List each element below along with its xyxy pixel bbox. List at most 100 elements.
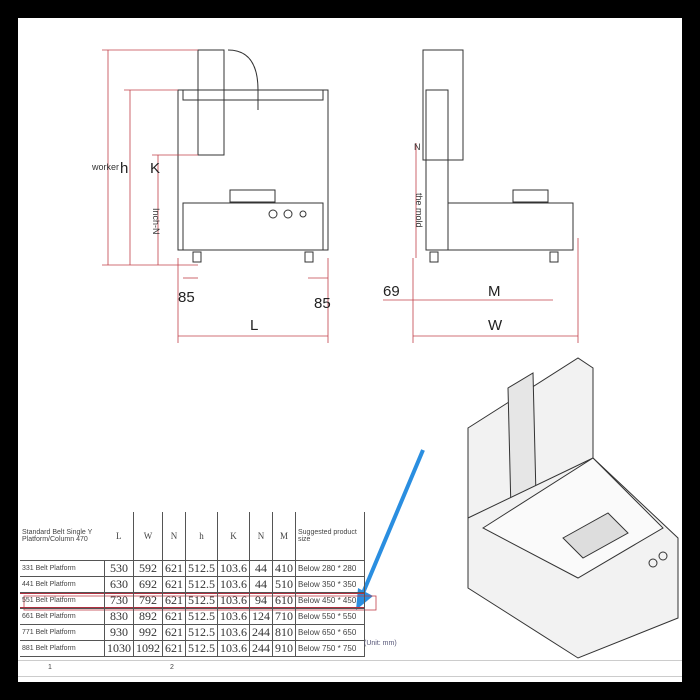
table-header: Standard Belt Single Y Platform/Column 4… <box>20 512 365 561</box>
row-value: 512.5 <box>185 640 218 657</box>
row-value: 730 <box>104 592 134 609</box>
cable-chain <box>227 49 259 110</box>
row-value: 512.5 <box>185 608 218 625</box>
side-base <box>447 202 574 251</box>
row-size: Below 280 * 280 <box>295 560 365 577</box>
row-value: 930 <box>104 624 134 641</box>
side-dimensions <box>383 143 579 343</box>
col-k: K <box>217 512 250 561</box>
row-value: 124 <box>249 608 273 625</box>
row-value: 621 <box>162 608 186 625</box>
row-value: 44 <box>249 576 273 593</box>
row-value: 103.6 <box>217 608 250 625</box>
row-value: 530 <box>104 560 134 577</box>
isometric-view <box>467 357 679 659</box>
technical-drawing: worker h K Inch-N 85 85 L N the mold 69 … <box>23 49 679 659</box>
row-value: 103.6 <box>217 560 250 577</box>
row-value: 94 <box>249 592 273 609</box>
row-label: 881 Belt Platform <box>20 640 105 657</box>
row-value: 830 <box>104 608 134 625</box>
row-value: 621 <box>162 640 186 657</box>
row-value: 512.5 <box>185 576 218 593</box>
row-value: 621 <box>162 592 186 609</box>
n-label: N <box>414 142 421 152</box>
row-value: 630 <box>104 576 134 593</box>
row-value: 610 <box>272 592 296 609</box>
row-value: 510 <box>272 576 296 593</box>
k-label: K <box>150 160 160 177</box>
row-value: 892 <box>133 608 163 625</box>
row-label: 331 Belt Platform <box>20 560 105 577</box>
mold-label: the mold <box>414 193 424 228</box>
front-dimensions <box>102 49 329 343</box>
row-value: 792 <box>133 592 163 609</box>
side-column <box>425 89 449 251</box>
row-value: 512.5 <box>185 624 218 641</box>
row-value: 103.6 <box>217 624 250 641</box>
worker-label: worker <box>91 162 119 172</box>
row-label: 441 Belt Platform <box>20 576 105 593</box>
row-label: 661 Belt Platform <box>20 608 105 625</box>
col-h: h <box>185 512 218 561</box>
row-size: Below 550 * 550 <box>295 608 365 625</box>
row-value: 103.6 <box>217 640 250 657</box>
row-value: 244 <box>249 624 273 641</box>
row-label: 551 Belt Platform <box>20 592 105 609</box>
row-value: 244 <box>249 640 273 657</box>
spec-table: Standard Belt Single Y Platform/Column 4… <box>20 512 365 657</box>
dim-w: W <box>488 317 503 334</box>
row-value: 621 <box>162 576 186 593</box>
row-value: 512.5 <box>185 560 218 577</box>
unit-label: (Unit: mm) <box>364 640 397 647</box>
row-value: 710 <box>272 608 296 625</box>
row-value: 810 <box>272 624 296 641</box>
row-value: 592 <box>133 560 163 577</box>
pointer-arrow <box>361 449 425 594</box>
row-value: 1030 <box>104 640 134 657</box>
header-label: Standard Belt Single Y Platform/Column 4… <box>20 512 105 561</box>
dim-85-right: 85 <box>314 295 331 312</box>
row-size: Below 750 * 750 <box>295 640 365 657</box>
h-label: h <box>120 160 128 177</box>
front-frame <box>177 89 329 251</box>
col-size: Suggested product size <box>295 512 365 561</box>
row-value: 621 <box>162 624 186 641</box>
row-value: 410 <box>272 560 296 577</box>
side-view <box>422 49 574 263</box>
dim-m: M <box>488 283 501 300</box>
row-size: Below 450 * 450 <box>295 592 365 609</box>
col-n: N <box>162 512 186 561</box>
row-value: 692 <box>133 576 163 593</box>
inch-n-label: Inch-N <box>151 208 161 235</box>
row-value: 103.6 <box>217 592 250 609</box>
row-label: 771 Belt Platform <box>20 624 105 641</box>
z-axis-column <box>197 49 225 156</box>
footer-bar: 1 2 <box>18 660 682 677</box>
col-w: W <box>133 512 163 561</box>
row-value: 1092 <box>133 640 163 657</box>
col-n2: N <box>249 512 273 561</box>
footer-page-1: 1 <box>48 664 52 671</box>
row-size: Below 650 * 650 <box>295 624 365 641</box>
col-l: L <box>104 512 134 561</box>
col-m: M <box>272 512 296 561</box>
dim-l: L <box>250 317 258 334</box>
row-value: 512.5 <box>185 592 218 609</box>
row-value: 992 <box>133 624 163 641</box>
row-value: 621 <box>162 560 186 577</box>
footer-page-2: 2 <box>170 664 174 671</box>
row-value: 44 <box>249 560 273 577</box>
dim-69: 69 <box>383 283 400 300</box>
row-size: Below 350 * 350 <box>295 576 365 593</box>
drawing-sheet: worker h K Inch-N 85 85 L N the mold 69 … <box>18 18 682 682</box>
dim-85-left: 85 <box>178 289 195 306</box>
base <box>182 202 324 251</box>
front-view <box>177 49 329 263</box>
row-value: 910 <box>272 640 296 657</box>
